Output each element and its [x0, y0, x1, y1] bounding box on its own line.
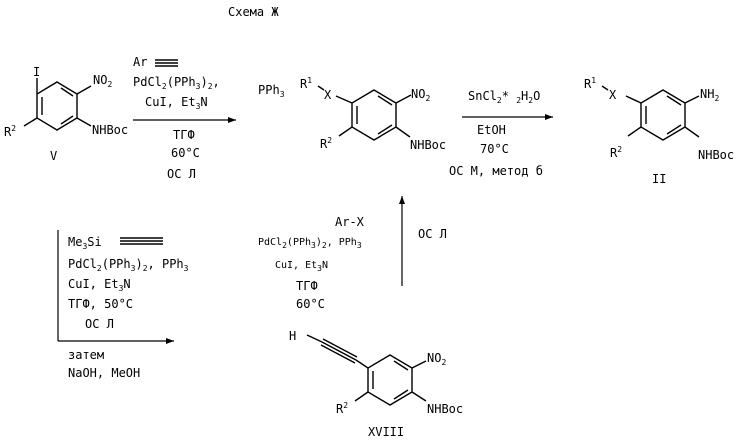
compound-name-ii: II — [652, 172, 666, 186]
bond-nitro — [412, 361, 426, 368]
step4-temp: 60°C — [296, 297, 325, 311]
h-label: H — [289, 329, 296, 343]
nitro-label: NO2 — [93, 73, 112, 89]
alkyne-triple-bond — [120, 238, 163, 244]
step1-arrow-group: Ar PdCl2(PPh3)2, PPh3 CuI, Et3N ТГФ 60°C… — [133, 55, 285, 181]
aromatic-double-bond — [667, 96, 681, 105]
bond-nitro — [77, 86, 91, 94]
step1-base: CuI, Et3N — [145, 95, 208, 111]
arrowhead — [166, 338, 174, 344]
benzene-ring — [368, 355, 412, 405]
step1-ligand: PPh3 — [258, 83, 285, 99]
r2-label: R2 — [610, 145, 622, 160]
iodo-label: I — [33, 65, 40, 79]
alkyne-triple-bond — [321, 339, 357, 363]
step4-method: ОС Л — [418, 227, 447, 241]
step1-catalyst: PdCl2(PPh3)2, — [133, 75, 220, 91]
step4-catalyst: PdCl2(PPh3)2, PPh3 — [258, 237, 362, 250]
benzene-ring — [37, 82, 77, 130]
step2-temp: 70°C — [480, 142, 509, 156]
amine-label: NHBoc — [427, 402, 463, 416]
step3-base: CuI, Et3N — [68, 277, 131, 293]
bond-amine — [412, 392, 426, 401]
nitro-label: NO2 — [427, 351, 446, 367]
step4-solvent: ТГФ — [296, 279, 318, 293]
step2-reagent: SnCl2* 2H2O — [468, 89, 540, 105]
r1-label: R1 — [300, 76, 312, 91]
aromatic-double-bond — [61, 116, 73, 124]
compound-v: I NO2 R2 NHBoc V — [4, 65, 128, 163]
arrowhead — [545, 114, 553, 120]
r2-label: R2 — [336, 401, 348, 416]
aromatic-double-bond — [378, 125, 392, 134]
step4-arrow-group: Ar-X PdCl2(PPh3)2, PPh3 CuI, Et3N ТГФ 60… — [258, 196, 447, 311]
step4-base: CuI, Et3N — [275, 260, 328, 273]
step3-then: затем — [68, 348, 104, 362]
scheme-title: Схема Ж — [228, 5, 279, 19]
bond-r2 — [355, 392, 368, 401]
aromatic-double-bond — [61, 88, 73, 96]
bond-amine — [77, 118, 91, 126]
nitro-label: NO2 — [411, 87, 430, 103]
step3-solvent-temp: ТГФ, 50°C — [68, 297, 133, 311]
bond-x — [336, 96, 352, 103]
bond-amine — [396, 127, 410, 137]
aromatic-double-bond — [394, 390, 408, 399]
step3-catalyst: PdCl2(PPh3)2, PPh3 — [68, 257, 189, 273]
step3-then-reagents: NaOH, MeOH — [68, 366, 140, 380]
step3-reagent: Me3Si — [68, 235, 102, 251]
aromatic-double-bond — [378, 96, 392, 105]
amine-label: NHBoc — [698, 148, 734, 162]
r2-label: R2 — [4, 124, 16, 139]
bond-r2 — [628, 127, 641, 136]
arrowhead — [399, 196, 405, 204]
compound-name-xviii: XVIII — [368, 425, 404, 439]
bond-alkyne-attach — [356, 360, 368, 368]
step2-solvent: EtOH — [477, 123, 506, 137]
bond-amine-top — [685, 96, 699, 103]
r1-label: R1 — [584, 76, 596, 91]
compound-name-v: V — [50, 149, 57, 163]
step4-reagent: Ar-X — [335, 215, 365, 229]
step1-temp: 60°C — [171, 146, 200, 160]
bond-nitro — [396, 95, 411, 103]
compound-xviii: H NO2 R2 NHBoc XVIII — [289, 329, 463, 439]
bond-r2 — [339, 127, 352, 136]
r2-label: R2 — [320, 136, 332, 151]
aromatic-double-bond — [667, 125, 681, 134]
step2-arrow-group: SnCl2* 2H2O EtOH 70°C ОС М, метод б — [449, 89, 553, 178]
x-label: X — [324, 88, 332, 102]
bond-x — [626, 96, 641, 103]
compound-intermediate: R1 X NO2 R2 NHBoc — [300, 76, 446, 152]
step3-arrow-group: Me3Si PdCl2(PPh3)2, PPh3 CuI, Et3N ТГФ, … — [58, 230, 189, 380]
step2-method: ОС М, метод б — [449, 164, 543, 178]
bond-h — [307, 335, 322, 342]
step1-method: ОС Л — [167, 167, 196, 181]
alkyne-triple-bond — [155, 60, 178, 66]
compound-ii: R1 X NH2 R2 NHBoc II — [584, 76, 734, 186]
amine-label: NHBoc — [410, 138, 446, 152]
arrowhead — [228, 117, 236, 123]
amine-top-label: NH2 — [700, 87, 719, 103]
step3-method: ОС Л — [85, 317, 114, 331]
x-label: X — [609, 88, 617, 102]
aromatic-double-bond — [394, 361, 408, 370]
benzene-ring — [641, 90, 685, 140]
amine-label: NHBoc — [92, 123, 128, 137]
bond-amine — [685, 127, 699, 137]
bond-r2 — [24, 118, 37, 126]
bond-r1-x — [602, 86, 608, 90]
step1-solvent: ТГФ — [173, 128, 195, 142]
benzene-ring — [352, 90, 396, 140]
step1-reagent: Ar — [133, 55, 147, 69]
